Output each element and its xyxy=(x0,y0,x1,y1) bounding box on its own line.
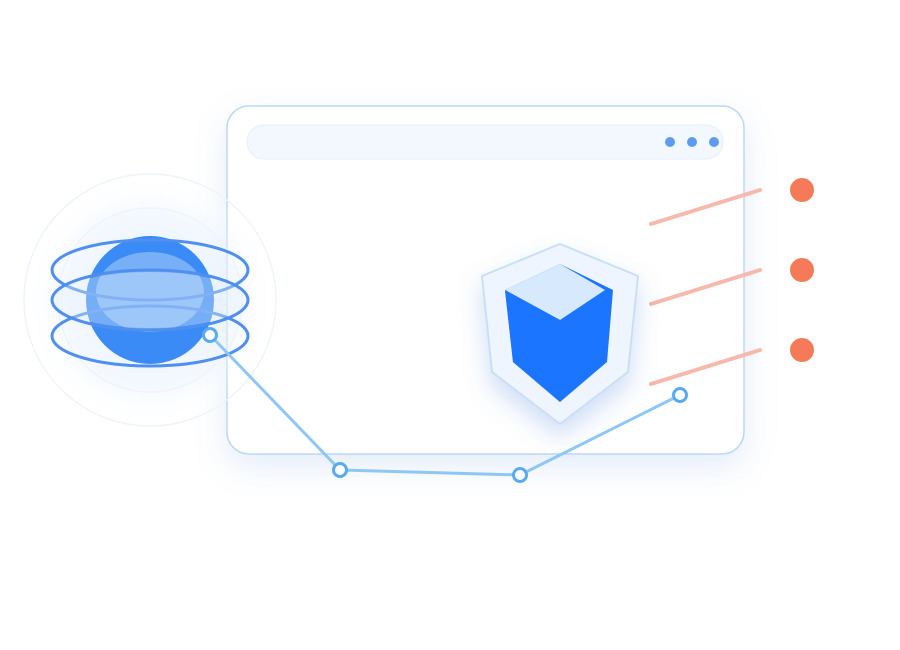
globe-ring xyxy=(50,268,250,332)
trend-line-path xyxy=(208,333,681,477)
trend-node xyxy=(332,462,348,478)
accent-list xyxy=(649,178,814,386)
globe-rings-icon xyxy=(23,173,277,427)
accent-dot xyxy=(790,258,814,282)
globe-ring xyxy=(50,238,250,302)
accent-dot xyxy=(790,338,814,362)
accent-line xyxy=(649,268,762,306)
shield-cube-icon xyxy=(480,242,640,426)
cube-left-face xyxy=(505,290,560,402)
accent-dot xyxy=(790,178,814,202)
three-dots-icon[interactable] xyxy=(665,137,719,147)
trend-line xyxy=(202,327,688,483)
accent-line xyxy=(649,348,762,386)
accent-line xyxy=(649,188,762,226)
trend-node xyxy=(512,467,528,483)
trend-node xyxy=(202,327,218,343)
globe-ring xyxy=(50,304,250,368)
trend-node xyxy=(672,387,688,403)
cube-top xyxy=(505,264,605,320)
address-bar[interactable] xyxy=(246,124,724,160)
